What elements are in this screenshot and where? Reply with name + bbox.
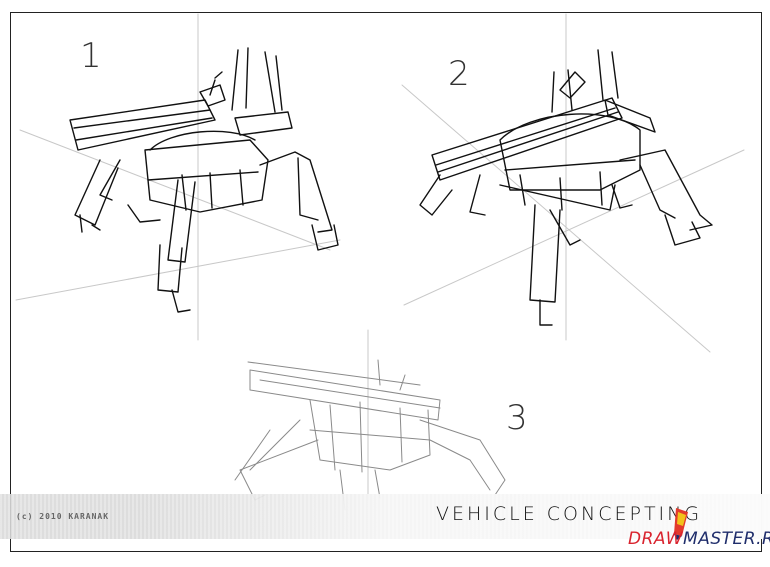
copyright-text: (c) 2010 KARANAK <box>16 512 110 521</box>
logo-master-text: MASTER.RU <box>683 529 770 549</box>
footer-title: VEHICLE CONCEPTING <box>436 503 703 525</box>
vehicle-sketch-1 <box>69 47 339 313</box>
logo-draw-text: DRAW <box>628 529 684 549</box>
drawmaster-logo[interactable]: DRAWMASTER.RU <box>628 529 770 549</box>
sketch-sheet <box>10 12 762 552</box>
vehicle-sketch-3 <box>234 359 506 511</box>
perspective-guides <box>15 13 745 501</box>
vehicle-sketch-2 <box>419 49 713 326</box>
footer-highlight <box>140 494 770 539</box>
sketch-number-2: 2 <box>448 54 470 94</box>
sketch-number-3: 3 <box>506 398 528 438</box>
sketch-number-1: 1 <box>80 36 102 76</box>
drawmaster-pencil-icon <box>674 508 688 540</box>
